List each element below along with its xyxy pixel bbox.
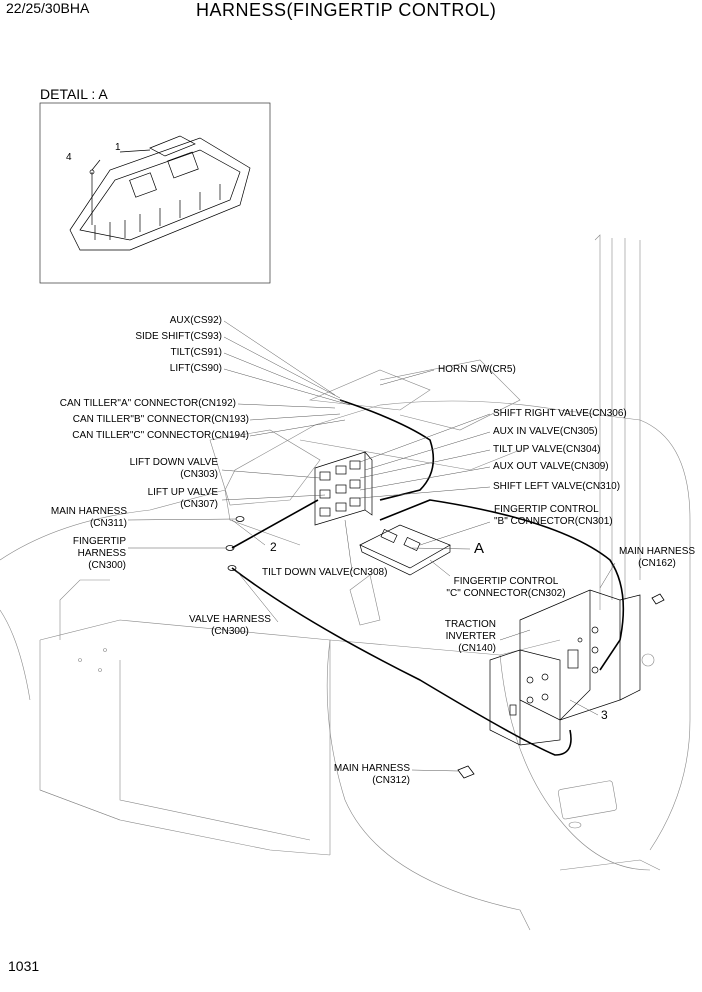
label-aux-in-valve: AUX IN VALVE(CN305) xyxy=(493,426,598,437)
connector-cn162 xyxy=(651,593,665,605)
label-main-harness-cn311-code: (CN311) xyxy=(89,518,127,529)
traction-inverter xyxy=(489,589,641,746)
label-can-tiller-c: CAN TILLER"C" CONNECTOR(CN194) xyxy=(72,430,249,441)
detail-label: DETAIL : A xyxy=(40,86,108,102)
label-main-harness-cn312: MAIN HARNESS xyxy=(333,763,410,774)
model-code: 22/25/30BHA xyxy=(6,0,90,16)
label-tilt-up-valve: TILT UP VALVE(CN304) xyxy=(493,444,601,455)
label-side-shift: SIDE SHIFT(CS93) xyxy=(135,331,222,342)
page-title: HARNESS(FINGERTIP CONTROL) xyxy=(196,0,497,20)
label-main-harness-cn312-code: (CN312) xyxy=(372,775,410,786)
harness-wires xyxy=(231,399,625,756)
label-traction-inverter-cn140: (CN140) xyxy=(458,643,496,654)
label-lift-up-cn307: (CN307) xyxy=(180,499,218,510)
label-fingertip-control-b-cn301: "B" CONNECTOR(CN301) xyxy=(494,516,613,527)
label-lift: LIFT(CS90) xyxy=(169,363,222,374)
label-main-harness-cn311: MAIN HARNESS xyxy=(50,506,127,517)
label-traction-inverter: TRACTION xyxy=(444,619,496,630)
label-aux-out-valve: AUX OUT VALVE(CN309) xyxy=(493,461,609,472)
leader-lines xyxy=(127,320,616,772)
label-fingertip-harness-cn300: (CN300) xyxy=(88,560,126,571)
label-lift-down-cn303: (CN303) xyxy=(180,469,218,480)
label-lift-down-valve: LIFT DOWN VALVE xyxy=(129,457,218,468)
label-valve-harness: VALVE HARNESS xyxy=(189,614,271,625)
mast xyxy=(594,234,641,610)
item-number-4: 4 xyxy=(66,152,72,163)
label-fingertip-control-b: FINGERTIP CONTROL xyxy=(494,504,599,515)
label-main-harness-cn162-code: (CN162) xyxy=(638,558,676,569)
item-number-1: 1 xyxy=(115,142,121,153)
valve-block xyxy=(314,451,373,526)
connector-symbols xyxy=(225,516,665,779)
fingertip-controller xyxy=(359,524,451,576)
label-aux: AUX(CS92) xyxy=(169,315,222,326)
label-shift-right-valve: SHIFT RIGHT VALVE(CN306) xyxy=(493,408,627,419)
item-number-3: 3 xyxy=(601,708,608,722)
label-tilt-down-valve: TILT DOWN VALVE(CN308) xyxy=(262,567,388,578)
label-main-harness-cn162: MAIN HARNESS xyxy=(618,546,696,557)
item-number-2: 2 xyxy=(270,540,277,554)
label-fingertip-harness-2: HARNESS xyxy=(77,548,126,559)
callout-a: A xyxy=(474,540,485,557)
label-horn: HORN S/W(CR5) xyxy=(438,364,516,375)
label-can-tiller-a: CAN TILLER"A" CONNECTOR(CN192) xyxy=(59,398,236,409)
label-valve-harness-cn300: (CN300) xyxy=(211,626,249,637)
label-shift-left-valve: SHIFT LEFT VALVE(CN310) xyxy=(493,481,621,492)
label-lift-up-valve: LIFT UP VALVE xyxy=(147,487,218,498)
label-can-tiller-b: CAN TILLER"B" CONNECTOR(CN193) xyxy=(72,414,249,425)
label-traction-inverter-2: INVERTER xyxy=(445,631,496,642)
label-tilt: TILT(CS91) xyxy=(170,347,223,358)
page-number: 1031 xyxy=(8,958,40,974)
detail-frame xyxy=(39,102,271,284)
controller-module-detail xyxy=(69,135,251,251)
connector-cn300-valve xyxy=(227,565,237,571)
label-fingertip-control-c-cn302: "C" CONNECTOR(CN302) xyxy=(446,588,566,599)
label-fingertip-control-c: FINGERTIP CONTROL xyxy=(453,576,559,587)
label-fingertip-harness: FINGERTIP xyxy=(72,536,126,547)
connector-cn312 xyxy=(457,765,475,779)
connector-cn311 xyxy=(235,516,245,522)
